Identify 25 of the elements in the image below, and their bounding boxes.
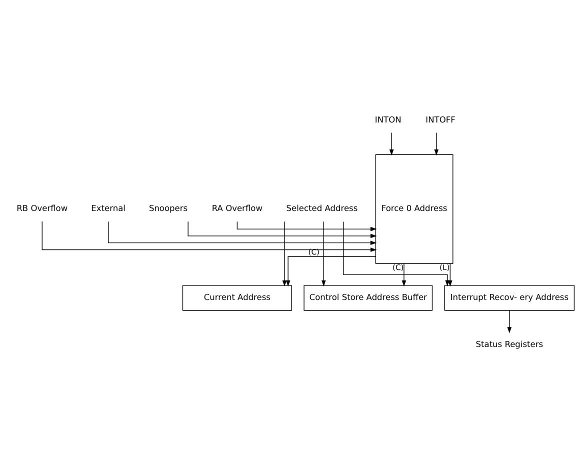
node-text: INTOFF (426, 114, 456, 124)
arrow (402, 263, 406, 287)
node-text: INTON (374, 114, 402, 124)
arrow (507, 310, 512, 334)
node-box: Control Store Address Buffer (304, 285, 433, 311)
arrow (286, 256, 376, 287)
arrow (236, 221, 377, 232)
node-text: External (91, 203, 126, 214)
arrow (434, 132, 439, 156)
node-box: Force 0 Address (375, 154, 454, 264)
node-text: Selected Address (286, 203, 358, 214)
arrow (342, 221, 450, 286)
node-box: Interrupt Recov- ery Address (444, 285, 575, 311)
node-text: Status Registers (476, 338, 544, 349)
arrow (108, 221, 377, 246)
arrow (42, 221, 377, 252)
arrow (282, 221, 287, 287)
node-text: Snoopers (148, 203, 188, 214)
arrow (188, 221, 377, 238)
arrow (389, 132, 394, 156)
node-text: RA Overflow (212, 203, 262, 214)
node-text: RB Overflow (16, 203, 68, 214)
arrow (322, 221, 326, 287)
arrow (448, 263, 452, 287)
node-box: Current Address (182, 285, 292, 311)
